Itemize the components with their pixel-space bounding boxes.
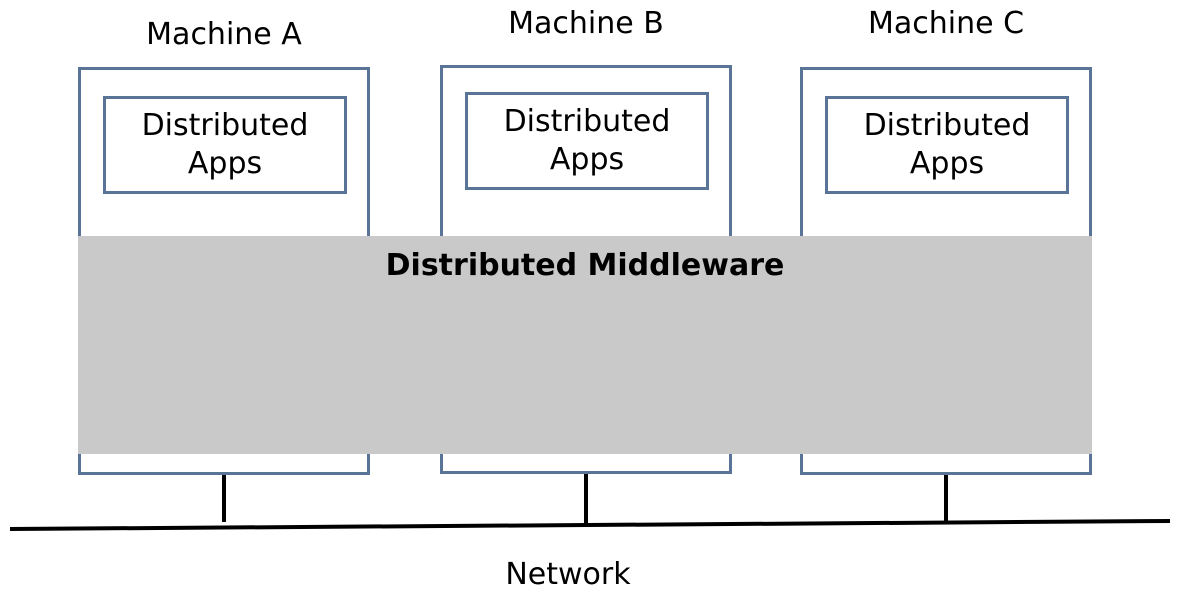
network-line: [10, 519, 1170, 531]
machine-b-apps-line1: Distributed: [503, 104, 671, 139]
machine-c-apps-line1: Distributed: [863, 108, 1031, 143]
machine-a-network-connector: [222, 475, 226, 522]
machine-b-label: Machine B: [508, 6, 664, 41]
machine-b-apps-line2: Apps: [549, 142, 625, 177]
machine-b-apps-box: Distributed Apps: [465, 92, 709, 190]
machine-b-network-connector: [584, 474, 588, 525]
middleware-label: Distributed Middleware: [385, 248, 785, 283]
machine-a-apps-line2: Apps: [187, 146, 263, 181]
machine-c-apps-line2: Apps: [909, 146, 985, 181]
machine-c-network-connector: [944, 475, 948, 524]
network-label: Network: [505, 557, 631, 592]
machine-a-label: Machine A: [146, 17, 302, 52]
machine-a-apps-line1: Distributed: [141, 108, 309, 143]
middleware-band: Distributed Middleware: [78, 236, 1092, 454]
machine-c-apps-box: Distributed Apps: [825, 96, 1069, 194]
machine-c-label: Machine C: [867, 6, 1025, 41]
machine-a-apps-box: Distributed Apps: [103, 96, 347, 194]
